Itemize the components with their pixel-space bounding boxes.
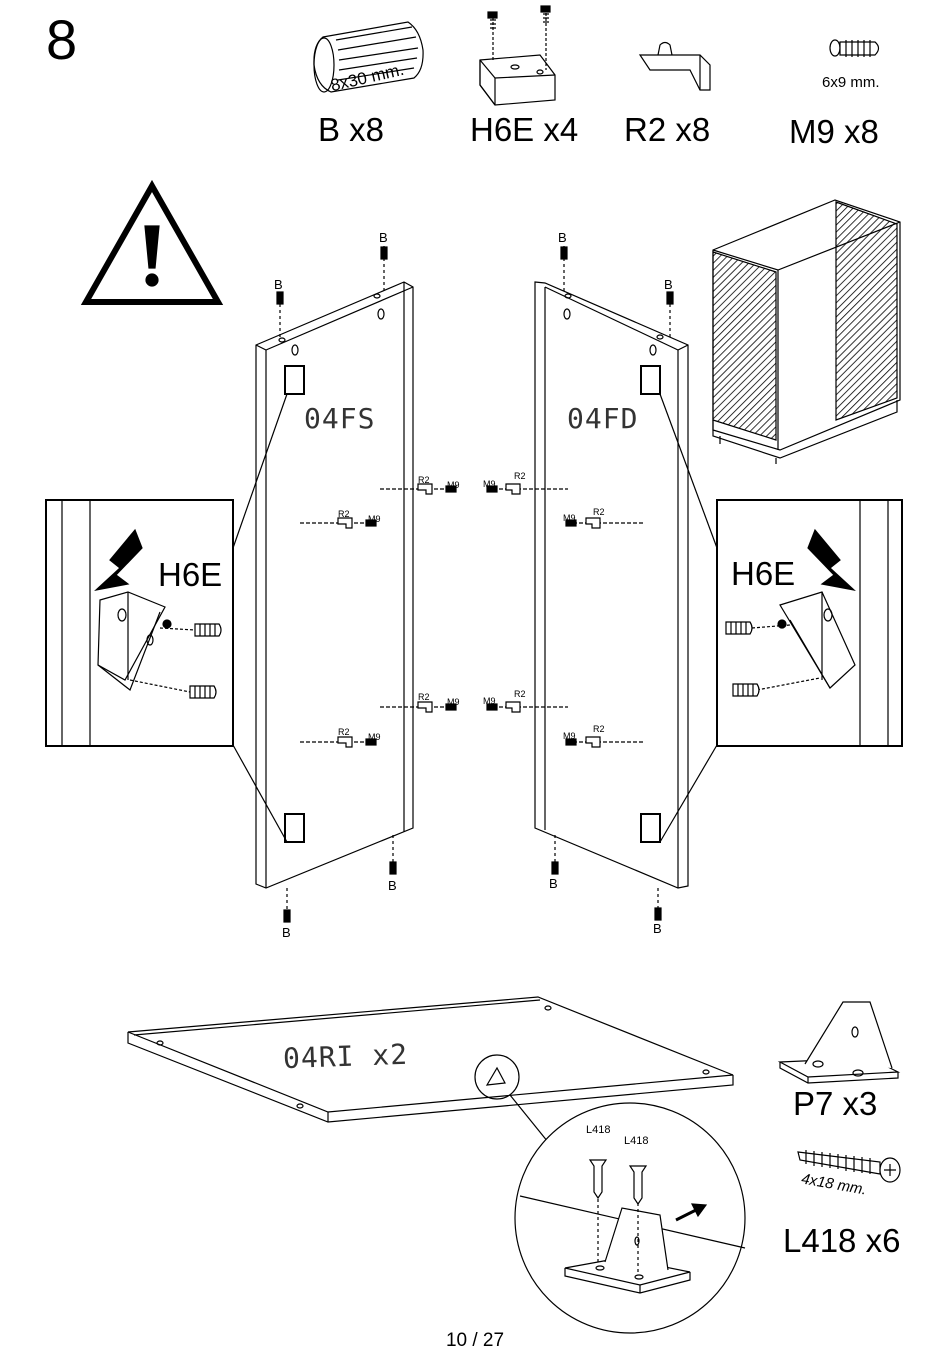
page-number: 10 / 27 — [0, 1330, 950, 1352]
door-panel-left — [233, 282, 413, 888]
dowel-label: B — [549, 876, 558, 891]
part-label-h6e: H6E x4 — [470, 112, 578, 148]
hinge-callout-right — [717, 500, 902, 746]
support-label: R2 — [338, 509, 350, 519]
hinge-callout-left — [46, 500, 233, 746]
detail-screw-label: L418 — [586, 1124, 610, 1136]
hinge-plate-icon — [480, 6, 555, 105]
callout-label-left: H6E — [158, 556, 222, 594]
support-label: R2 — [593, 507, 605, 517]
support-label: R2 — [593, 724, 605, 734]
dowel-label: B — [388, 878, 397, 893]
detail-screw-label: L418 — [624, 1135, 648, 1147]
dowel-label: B — [664, 277, 673, 292]
screw-label: M9 — [563, 731, 576, 741]
part-label-l418: L418 x6 — [783, 1223, 900, 1259]
screw-label: M9 — [483, 696, 496, 706]
support-label: R2 — [338, 727, 350, 737]
cabinet-thumbnail — [713, 200, 900, 464]
part-label-r2: R2 x8 — [624, 112, 710, 148]
dowel-label: B — [653, 921, 662, 936]
screw-label: M9 — [447, 480, 460, 490]
warning-triangle-icon — [86, 186, 218, 302]
support-label: R2 — [514, 689, 526, 699]
part-label-p7: P7 x3 — [793, 1086, 877, 1122]
dowel-label: B — [379, 230, 388, 245]
dowel-label: B — [282, 925, 291, 940]
screw-label: M9 — [368, 732, 381, 742]
part-label-m9: M9 x8 — [789, 114, 879, 150]
support-label: R2 — [514, 471, 526, 481]
support-label: R2 — [418, 692, 430, 702]
screw-label: M9 — [483, 479, 496, 489]
support-label: R2 — [418, 475, 430, 485]
screw-label: M9 — [563, 513, 576, 523]
euro-screw-icon — [830, 40, 879, 57]
screw-label: M9 — [447, 697, 460, 707]
dowel-label: B — [558, 230, 567, 245]
shelf-code: 04RI x2 — [282, 1038, 408, 1075]
angle-bracket-icon — [780, 1002, 898, 1083]
door-panel-right — [535, 282, 717, 888]
screw-label: M9 — [368, 514, 381, 524]
shelf-support-icon — [640, 43, 710, 91]
part-label-b: B x8 — [318, 112, 384, 148]
callout-label-right: H6E — [731, 555, 795, 593]
step-number: 8 — [46, 10, 77, 70]
screw-dimension: 6x9 mm. — [822, 74, 880, 91]
panel-code-left: 04FS — [304, 402, 375, 435]
panel-code-right: 04FD — [567, 402, 638, 435]
dowel-label: B — [274, 277, 283, 292]
